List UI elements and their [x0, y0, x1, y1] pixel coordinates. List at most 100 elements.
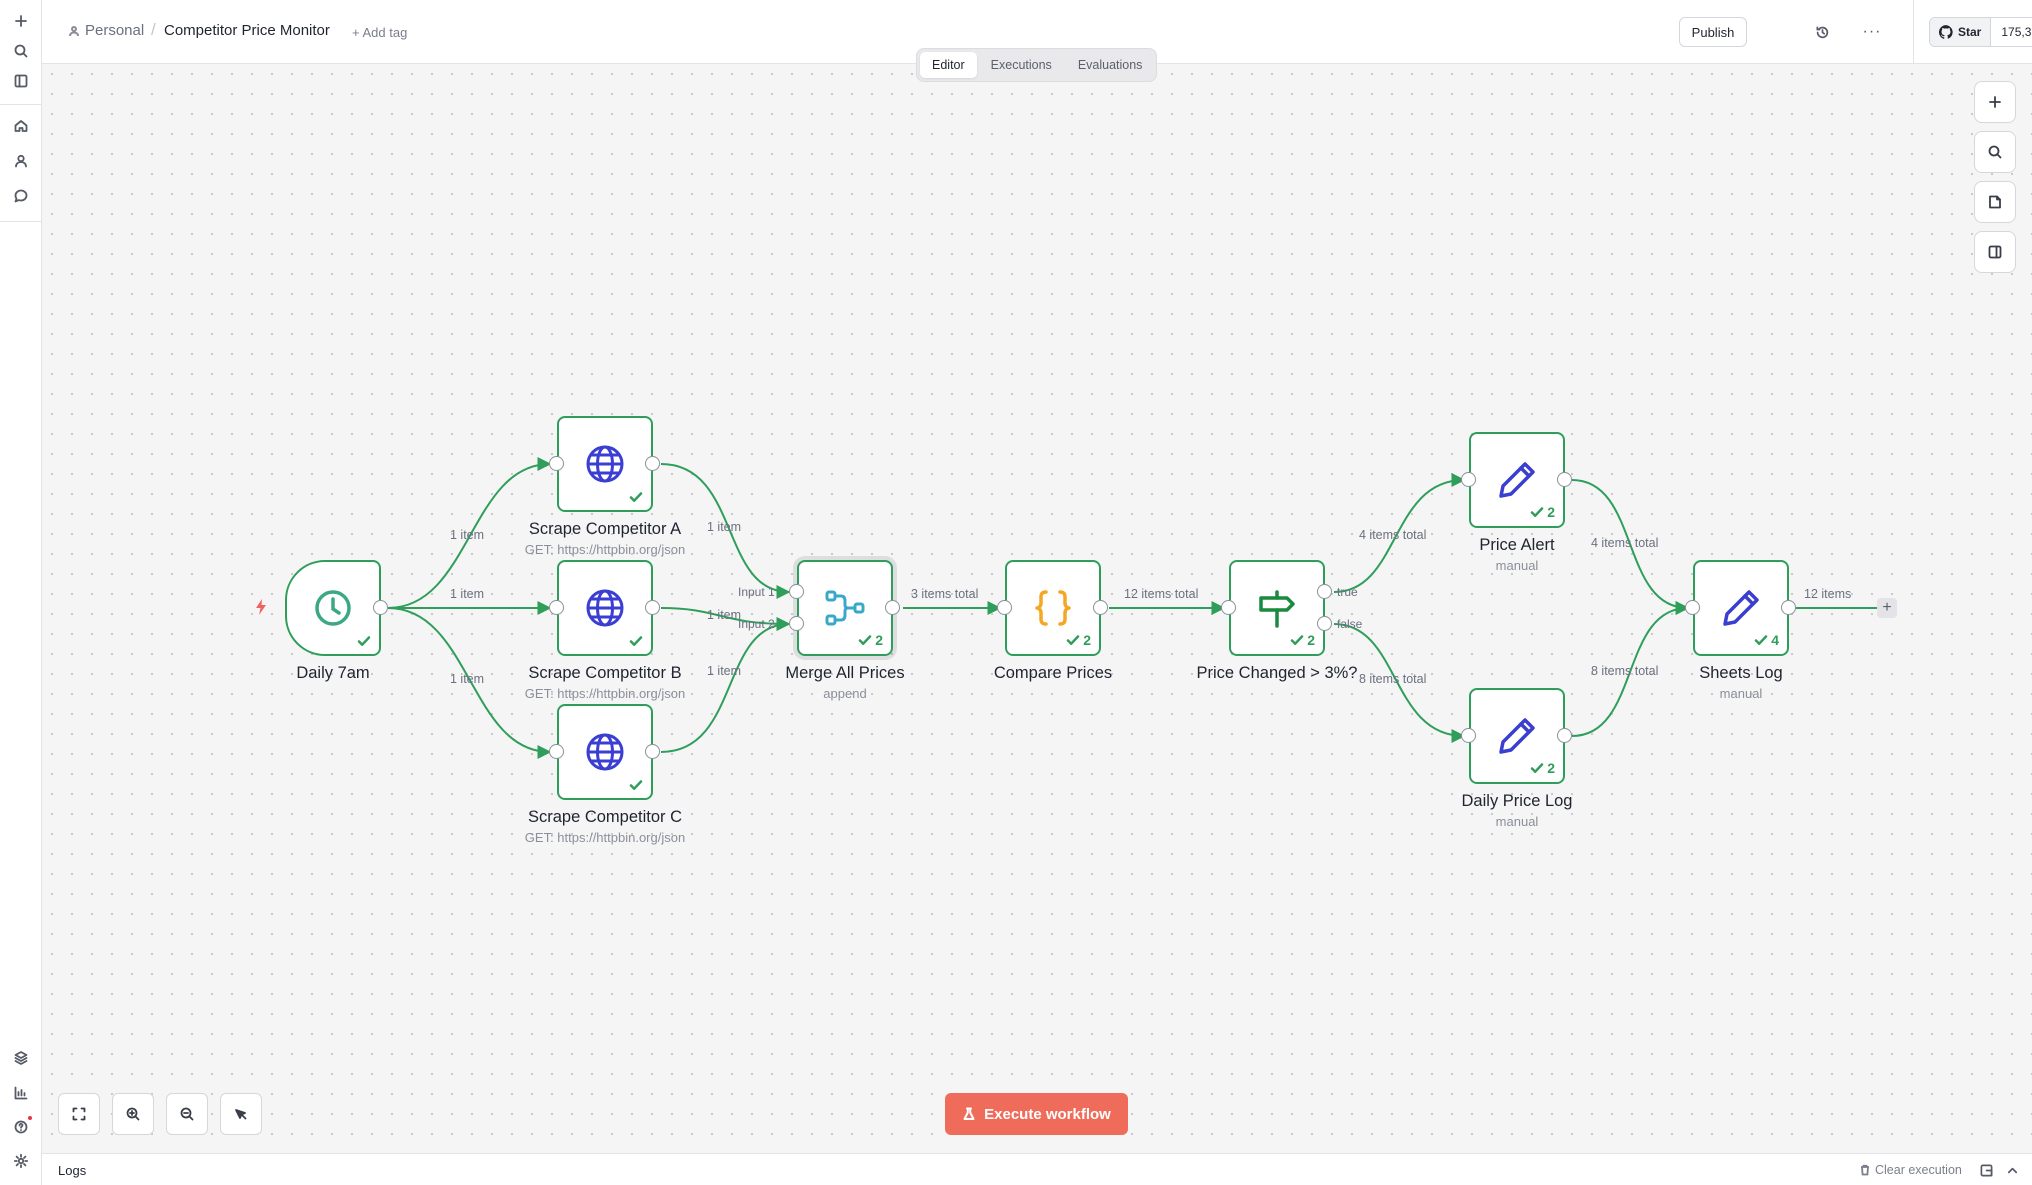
chevron-up-icon[interactable]	[2004, 1162, 2020, 1178]
add-icon[interactable]	[8, 8, 34, 34]
tab-editor[interactable]: Editor	[920, 52, 977, 78]
input-port[interactable]	[549, 744, 564, 759]
pencil-icon	[1499, 462, 1535, 498]
zoom-out-button[interactable]	[166, 1093, 208, 1135]
node-scrape-competitor-b[interactable]	[557, 560, 653, 656]
logs-bar[interactable]: Logs Clear execution	[42, 1153, 2032, 1185]
execute-workflow-label: Execute workflow	[984, 1105, 1111, 1123]
node-subtitle: manual	[1495, 814, 1539, 829]
view-tabs: Editor Executions Evaluations	[916, 48, 1157, 82]
node-sheets-log[interactable]: 4	[1693, 560, 1789, 656]
rail-divider	[0, 221, 42, 222]
signpost-icon	[1259, 590, 1295, 628]
input-port[interactable]	[1221, 600, 1236, 615]
true-output-port[interactable]	[1317, 584, 1332, 599]
node-title: Daily Price Log	[1461, 792, 1573, 810]
add-node-button[interactable]	[1974, 81, 2016, 123]
tab-executions[interactable]: Executions	[990, 58, 1052, 72]
node-compare-prices[interactable]: 2	[1005, 560, 1101, 656]
insights-icon[interactable]	[8, 1080, 34, 1106]
output-port[interactable]	[1781, 600, 1796, 615]
check-icon	[629, 492, 643, 502]
help-icon[interactable]	[8, 1114, 34, 1140]
output-port[interactable]	[885, 600, 900, 615]
edge-label-daily-c: 1 item	[450, 672, 485, 686]
chat-icon[interactable]	[8, 183, 34, 209]
github-star-button[interactable]: Star	[1930, 18, 1992, 46]
globe-icon	[586, 589, 624, 627]
edge-label-daily-a: 1 item	[450, 528, 485, 542]
success-check: 2	[858, 632, 883, 648]
clear-execution-label: Clear execution	[1875, 1163, 1962, 1177]
check-icon	[629, 780, 643, 790]
node-merge-all-prices[interactable]: 2	[797, 560, 893, 656]
node-title: Scrape Competitor B	[528, 664, 682, 682]
check-icon	[629, 636, 643, 646]
add-next-node-button[interactable]: +	[1877, 598, 1897, 618]
node-title: Compare Prices	[993, 664, 1113, 682]
toggle-panel-button[interactable]	[1974, 231, 2016, 273]
user-icon[interactable]	[8, 148, 34, 174]
input-port-2[interactable]	[789, 616, 804, 631]
output-port[interactable]	[1093, 600, 1108, 615]
fit-view-button[interactable]	[58, 1093, 100, 1135]
node-scrape-competitor-a[interactable]	[557, 416, 653, 512]
breadcrumb-project[interactable]: Personal	[68, 22, 144, 39]
tab-evaluations[interactable]: Evaluations	[1077, 58, 1143, 72]
notification-dot	[28, 1116, 32, 1120]
false-output-port[interactable]	[1317, 616, 1332, 631]
run-count: 2	[1547, 504, 1555, 520]
output-port[interactable]	[645, 600, 660, 615]
search-nodes-button[interactable]	[1974, 131, 2016, 173]
node-scrape-competitor-c[interactable]	[557, 704, 653, 800]
edge-label-merge-compare: 3 items total	[911, 587, 979, 601]
check-icon	[858, 635, 872, 645]
node-subtitle: append	[823, 686, 867, 701]
clear-execution-button[interactable]: Clear execution	[1859, 1163, 1962, 1177]
home-icon[interactable]	[8, 113, 34, 139]
output-port[interactable]	[1557, 472, 1572, 487]
settings-icon[interactable]	[8, 1148, 34, 1174]
tidy-up-button[interactable]	[220, 1093, 262, 1135]
input-port[interactable]	[1685, 600, 1700, 615]
node-subtitle: manual	[1719, 686, 1763, 701]
sidebar-toggle-icon[interactable]	[8, 68, 34, 94]
add-tag-button[interactable]: + Add tag	[352, 25, 408, 40]
success-check: 2	[1066, 632, 1091, 648]
node-daily-price-log[interactable]: 2	[1469, 688, 1565, 784]
node-price-changed-if[interactable]: 2	[1229, 560, 1325, 656]
input-1-label: Input 1	[738, 585, 775, 599]
breadcrumb-separator: /	[151, 20, 156, 39]
search-icon[interactable]	[8, 38, 34, 64]
github-icon	[1939, 25, 1953, 39]
input-port[interactable]	[1461, 728, 1476, 743]
input-2-label: Input 2	[738, 617, 775, 631]
input-port[interactable]	[549, 600, 564, 615]
templates-icon[interactable]	[8, 1045, 34, 1071]
publish-button[interactable]: Publish	[1679, 17, 1747, 47]
node-daily-7am[interactable]	[285, 560, 381, 656]
popout-icon[interactable]	[1978, 1162, 1994, 1178]
zoom-in-button[interactable]	[112, 1093, 154, 1135]
github-star-label: Star	[1958, 25, 1982, 39]
input-port[interactable]	[997, 600, 1012, 615]
zoom-out-icon	[180, 1107, 194, 1121]
more-options-button[interactable]: ···	[1862, 23, 1882, 40]
input-port[interactable]	[549, 456, 564, 471]
input-port-1[interactable]	[789, 584, 804, 599]
edge-label-true-alert: 4 items total	[1359, 528, 1427, 542]
success-check	[629, 634, 643, 648]
node-price-alert[interactable]: 2	[1469, 432, 1565, 528]
input-port[interactable]	[1461, 472, 1476, 487]
sticky-note-button[interactable]	[1974, 181, 2016, 223]
output-port[interactable]	[645, 456, 660, 471]
edge-label-alert-sheets: 4 items total	[1591, 536, 1659, 550]
history-icon[interactable]	[1812, 22, 1832, 42]
output-port[interactable]	[373, 600, 388, 615]
globe-icon	[586, 445, 624, 483]
github-star-widget[interactable]: Star 175,352	[1929, 17, 2032, 47]
execute-workflow-button[interactable]: Execute workflow	[945, 1093, 1128, 1135]
output-port[interactable]	[645, 744, 660, 759]
output-port[interactable]	[1557, 728, 1572, 743]
workflow-title[interactable]: Competitor Price Monitor	[164, 22, 330, 39]
